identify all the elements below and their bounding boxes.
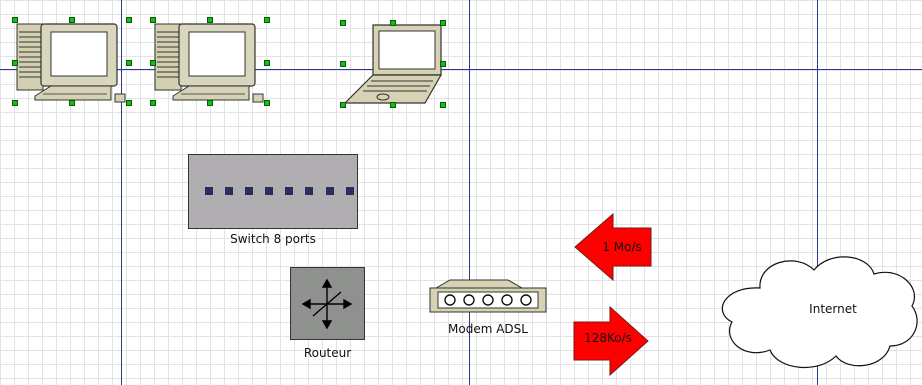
desktop-computer-shape[interactable] — [15, 20, 129, 106]
selection-handle[interactable] — [150, 60, 156, 66]
switch-port — [285, 187, 293, 195]
selection-handle[interactable] — [69, 17, 75, 23]
switch-port — [346, 187, 354, 195]
switch-port — [245, 187, 253, 195]
switch-label: Switch 8 ports — [188, 232, 358, 246]
download-speed-label: 1 Mo/s — [591, 240, 653, 254]
selection-handle[interactable] — [150, 100, 156, 106]
laptop-shape[interactable] — [343, 23, 443, 105]
desktop-computer-shape[interactable] — [153, 20, 267, 106]
switch-port — [326, 187, 334, 195]
router-label: Routeur — [290, 346, 365, 360]
selection-handle[interactable] — [264, 100, 270, 106]
selection-handle[interactable] — [12, 17, 18, 23]
selection-handle[interactable] — [126, 60, 132, 66]
modem-label: Modem ADSL — [428, 322, 548, 336]
selection-handle[interactable] — [440, 61, 446, 67]
upload-speed-label: 128Ko/s — [576, 331, 640, 345]
switch-port-row — [205, 180, 354, 190]
selection-handle[interactable] — [264, 17, 270, 23]
selection-handle[interactable] — [390, 20, 396, 26]
selection-handle[interactable] — [126, 100, 132, 106]
internet-cloud-shape[interactable]: Internet — [718, 248, 922, 372]
modem-icon — [428, 278, 548, 314]
switch-port — [205, 187, 213, 195]
selection-handle[interactable] — [69, 100, 75, 106]
selection-handle[interactable] — [264, 60, 270, 66]
router-arrows-icon — [291, 268, 364, 339]
desktop-computer-icon — [153, 20, 267, 106]
selection-handle[interactable] — [150, 17, 156, 23]
desktop-computer-icon — [15, 20, 129, 106]
selection-handle[interactable] — [340, 61, 346, 67]
laptop-icon — [343, 23, 443, 105]
selection-handle[interactable] — [12, 60, 18, 66]
switch-shape[interactable] — [188, 154, 358, 229]
selection-handle[interactable] — [340, 20, 346, 26]
modem-shape[interactable] — [428, 278, 548, 314]
selection-handle[interactable] — [207, 100, 213, 106]
switch-port — [305, 187, 313, 195]
selection-handle[interactable] — [440, 20, 446, 26]
selection-handle[interactable] — [207, 17, 213, 23]
internet-label: Internet — [788, 302, 878, 316]
selection-handle[interactable] — [440, 102, 446, 108]
selection-handle[interactable] — [390, 102, 396, 108]
switch-port — [225, 187, 233, 195]
selection-handle[interactable] — [12, 100, 18, 106]
horizontal-guide-line[interactable] — [0, 69, 922, 70]
selection-handle[interactable] — [126, 17, 132, 23]
router-shape[interactable] — [290, 267, 365, 340]
download-arrow-shape[interactable]: 1 Mo/s — [573, 212, 653, 282]
switch-port — [265, 187, 273, 195]
selection-handle[interactable] — [340, 102, 346, 108]
upload-arrow-shape[interactable]: 128Ko/s — [572, 305, 650, 377]
